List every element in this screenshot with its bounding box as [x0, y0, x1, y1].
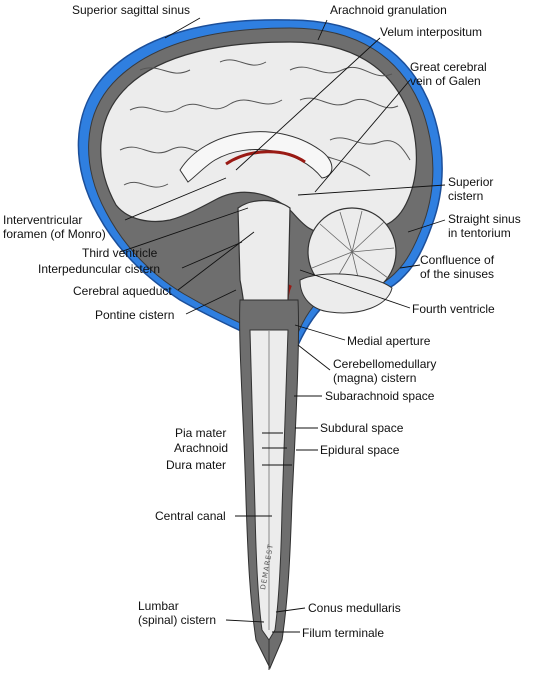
label-lumbar-cistern-2: (spinal) cistern — [138, 613, 217, 627]
label-velum-interpositum: Velum interpositum — [380, 25, 483, 39]
label-confluence-2: of the sinuses — [420, 267, 495, 281]
corpus-callosum — [179, 131, 333, 183]
label-pontine-cistern: Pontine cistern — [95, 308, 175, 322]
label-great-cerebral-vein-2: vein of Galen — [410, 74, 481, 88]
label-epidural-space: Epidural space — [320, 443, 400, 457]
leader-lines — [119, 17, 446, 633]
label-interventricular-foramen-1: Interventricular — [3, 213, 83, 227]
label-conus-medullaris: Conus medullaris — [308, 601, 401, 615]
label-filum-terminale: Filum terminale — [302, 626, 385, 640]
label-medial-aperture: Medial aperture — [347, 334, 431, 348]
label-cerebellomedullary-2: (magna) cistern — [333, 371, 417, 385]
label-great-cerebral-vein-1: Great cerebral — [410, 60, 487, 74]
label-confluence-1: Confluence of — [420, 253, 495, 267]
label-lumbar-cistern-1: Lumbar — [138, 599, 179, 613]
label-fourth-ventricle: Fourth ventricle — [412, 302, 495, 316]
label-subarachnoid-space: Subarachnoid space — [325, 389, 435, 403]
label-cerebral-aqueduct: Cerebral aqueduct — [73, 284, 172, 298]
label-central-canal: Central canal — [155, 509, 226, 523]
label-straight-sinus-2: in tentorium — [448, 226, 511, 240]
label-subdural-space: Subdural space — [320, 421, 404, 435]
choroid-plexus — [225, 150, 306, 166]
label-arachnoid-granulation: Arachnoid granulation — [330, 3, 447, 17]
cerebellum-lower — [299, 273, 393, 314]
label-superior-sagittal-sinus: Superior sagittal sinus — [72, 3, 191, 17]
label-superior-cistern-1: Superior — [448, 175, 494, 189]
label-cerebellomedullary-1: Cerebellomedullary — [333, 357, 437, 371]
label-third-ventricle: Third ventricle — [82, 246, 158, 260]
label-dura-mater: Dura mater — [166, 458, 227, 472]
label-interventricular-foramen-2: foramen (of Monro) — [3, 227, 106, 241]
label-straight-sinus-1: Straight sinus — [448, 212, 521, 226]
label-superior-cistern-2: cistern — [448, 189, 484, 203]
label-arachnoid: Arachnoid — [174, 441, 229, 455]
label-interpeduncular-cistern: Interpeduncular cistern — [38, 262, 161, 276]
label-pia-mater: Pia mater — [175, 426, 227, 440]
